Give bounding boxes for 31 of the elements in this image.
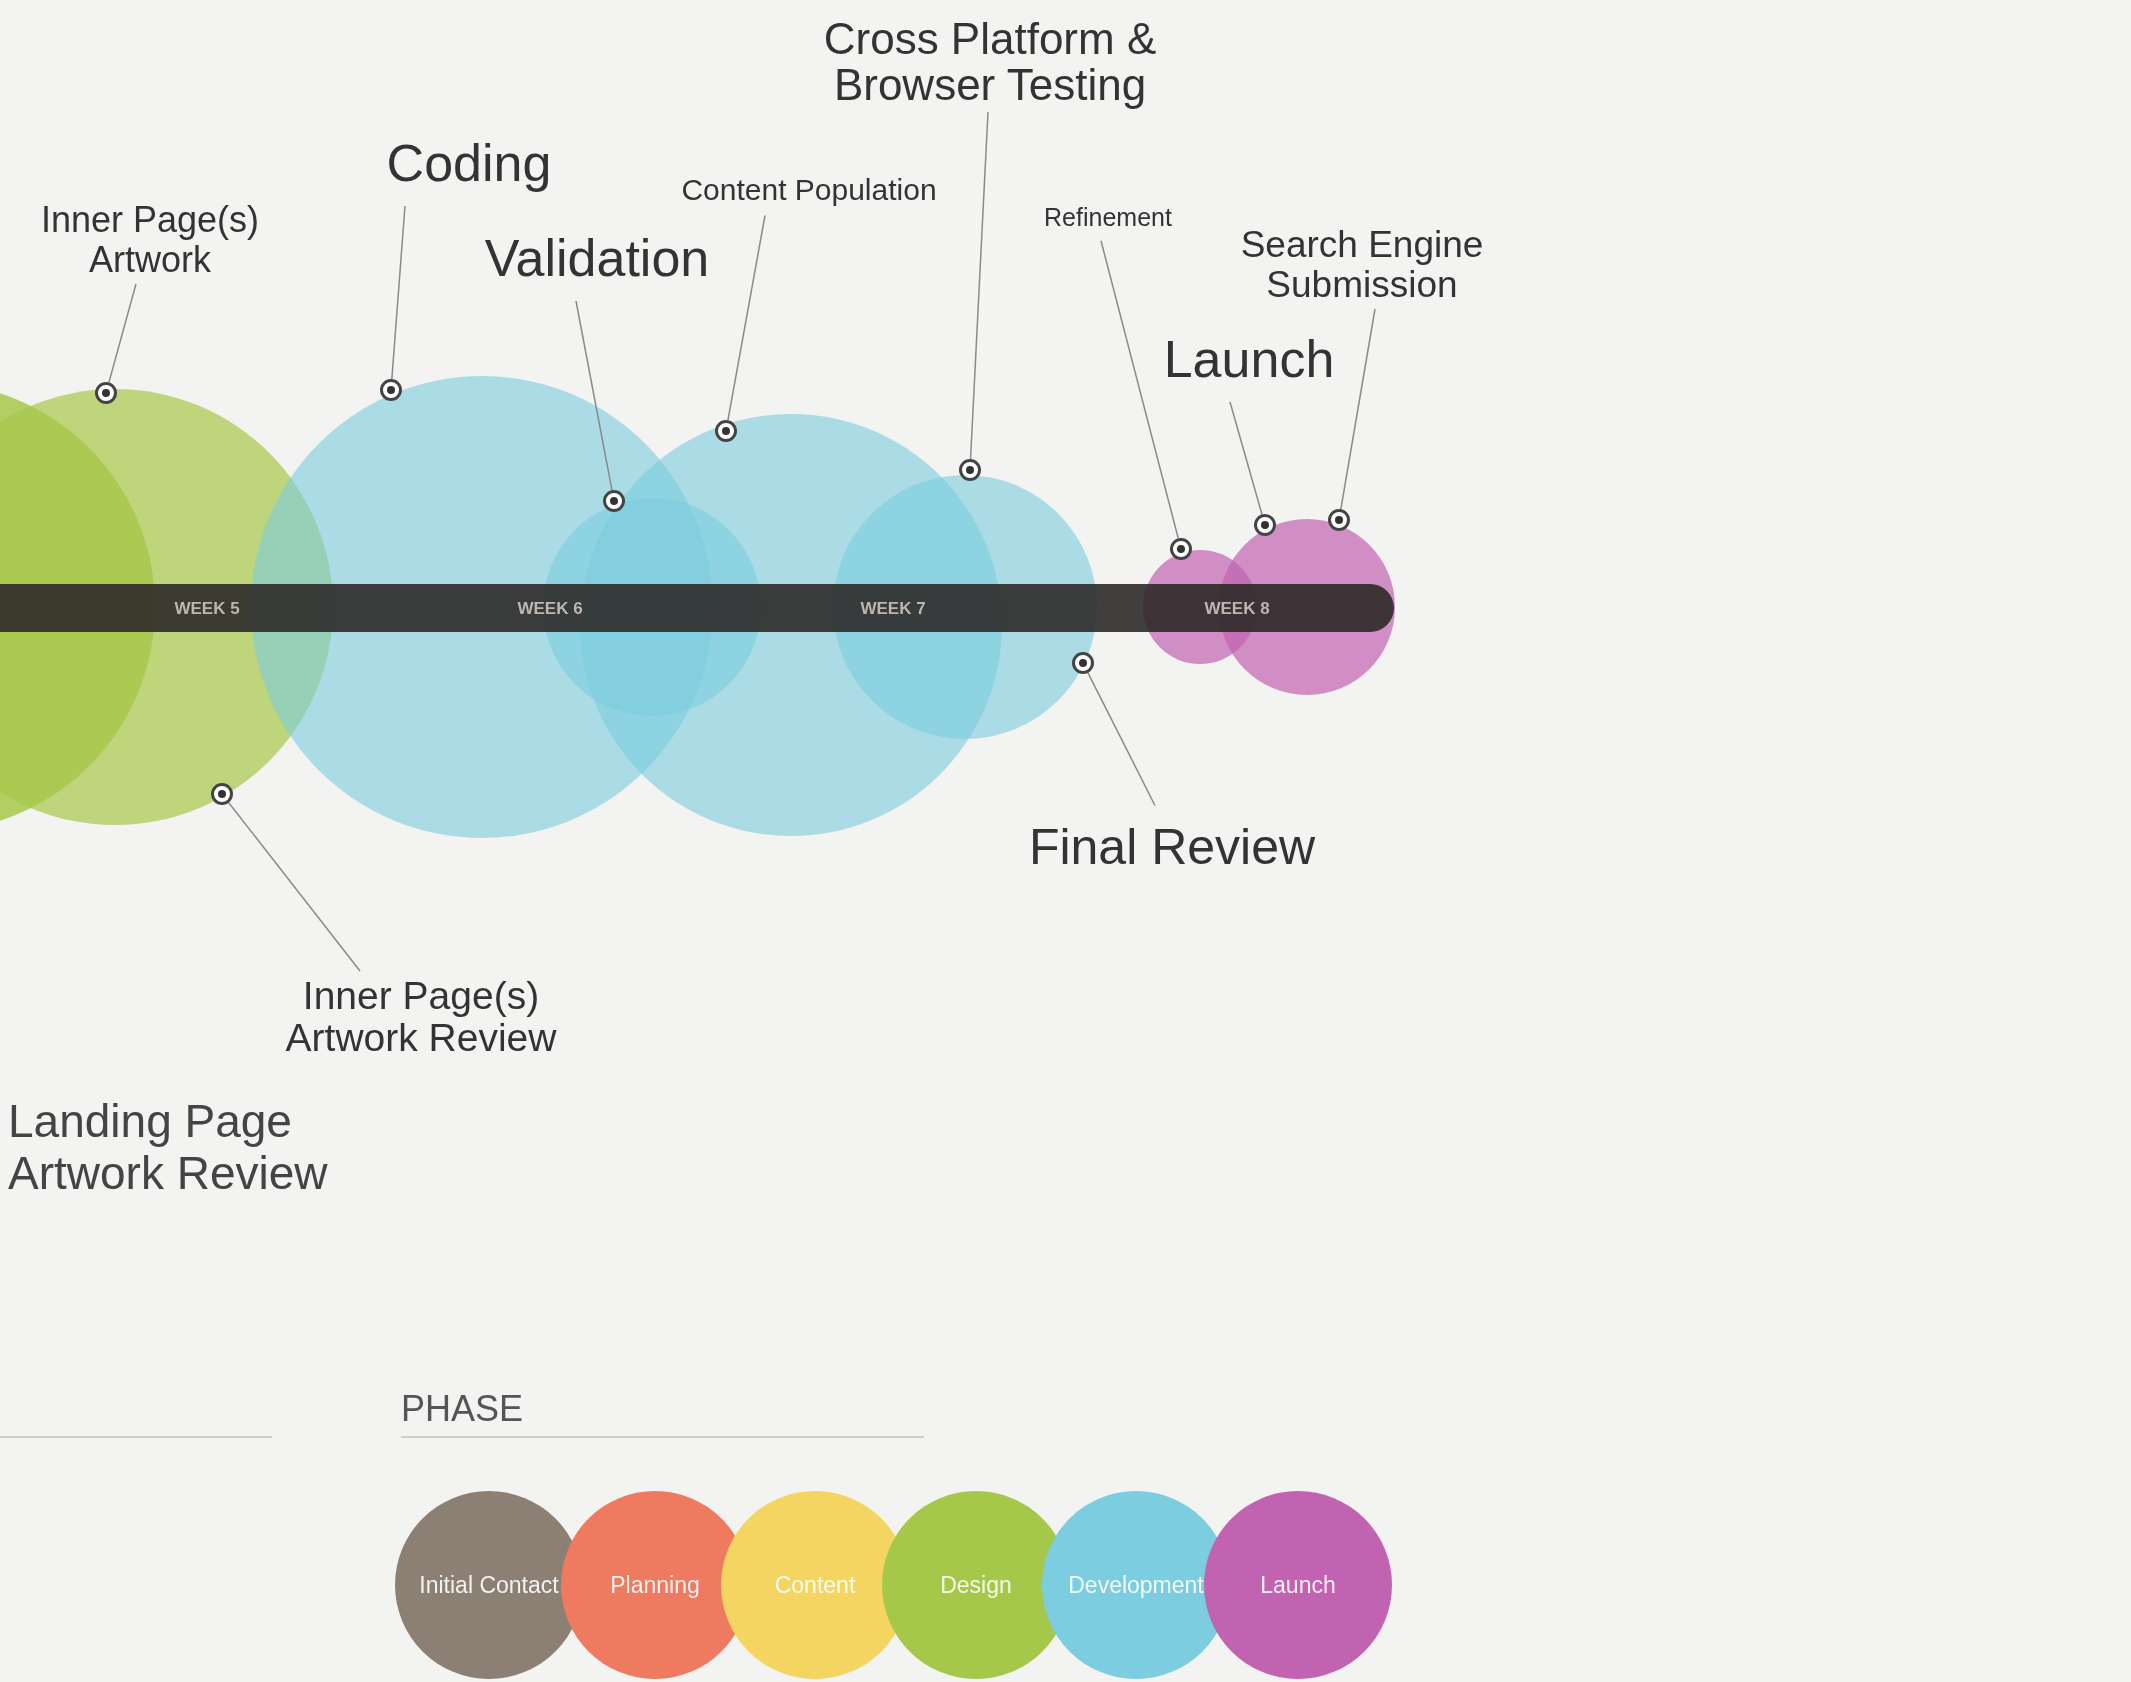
legend-label: Planning <box>609 1571 701 1599</box>
week-label: WEEK 7 <box>860 598 926 620</box>
leader-line <box>575 300 613 491</box>
leader-line <box>1087 672 1156 807</box>
milestone-label: Final Review <box>1028 809 1316 885</box>
milestone-label: Inner Page(s) Artwork Review <box>256 975 586 1059</box>
milestone-label: Refinement <box>1044 199 1172 237</box>
legend-label: Development <box>1067 1571 1205 1599</box>
milestone-label: Content Population <box>681 166 937 212</box>
milestone-label: Validation <box>484 219 710 297</box>
leader-line <box>108 283 137 384</box>
leader-line <box>391 205 406 380</box>
legend-heading: PHASE <box>401 1387 524 1431</box>
leader-line <box>1100 240 1179 540</box>
legend-label: Initial Contact <box>418 1571 560 1599</box>
legend-label: Design <box>939 1571 1013 1599</box>
milestone-label: Coding <box>386 124 552 202</box>
leader-line <box>727 214 766 421</box>
leader-line <box>1340 308 1376 510</box>
milestone-label: Inner Page(s) Artwork <box>20 200 280 280</box>
legend-label: Launch <box>1259 1571 1337 1599</box>
leader-line <box>1229 401 1263 516</box>
week-label: WEEK 8 <box>1204 598 1270 620</box>
milestone-label: Cross Platform & Browser Testing <box>780 16 1200 108</box>
milestone-label: Landing Page Artwork Review <box>8 1095 329 1199</box>
milestone-label: Search Engine Submission <box>1212 225 1512 305</box>
week-label: WEEK 6 <box>517 598 583 620</box>
legend-label: Content <box>773 1571 857 1599</box>
milestone-label: Launch <box>1163 320 1335 398</box>
week-label: WEEK 5 <box>174 598 240 620</box>
leader-line <box>969 111 989 460</box>
